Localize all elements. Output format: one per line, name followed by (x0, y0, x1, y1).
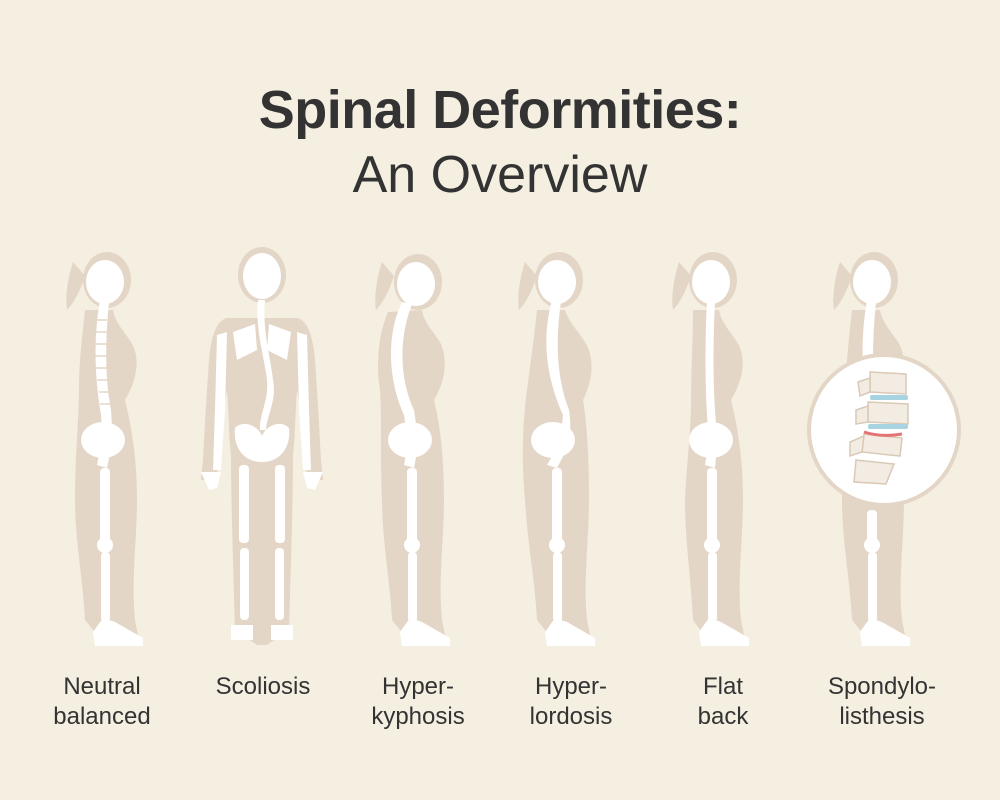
caption-neutral-balanced: Neutral balanced (53, 673, 151, 730)
page-subtitle: An Overview (352, 146, 648, 204)
figure-hyperkyphosis (352, 240, 502, 660)
figure-hyperlordosis (497, 240, 647, 660)
slip-highlight (863, 430, 903, 437)
figure-flat-back (651, 240, 801, 660)
figure-neutral-balanced (45, 240, 195, 660)
caption-flat-back: Flat back (697, 673, 749, 730)
caption-spondylolisthesis: Spondylo- listhesis (827, 673, 937, 730)
side-skeleton-flat-back-icon (672, 252, 749, 646)
side-skeleton-hyperlordosis-icon (518, 252, 595, 646)
figure-scoliosis (187, 240, 337, 660)
page-title: Spinal Deformities: (258, 80, 742, 140)
header: Spinal Deformities: An Overview (0, 78, 1000, 208)
slipped-vertebra-icon (807, 353, 961, 507)
side-skeleton-neutral-icon (66, 252, 143, 646)
back-skeleton-scoliosis-icon (201, 247, 323, 645)
vertebra-zoom-inset (806, 352, 962, 508)
figures-row (0, 240, 1000, 670)
caption-scoliosis: Scoliosis (215, 673, 311, 700)
healthy-disc-highlight (870, 395, 908, 400)
caption-hyperlordosis: Hyper- lordosis (529, 673, 613, 730)
caption-hyperkyphosis: Hyper- kyphosis (371, 673, 465, 730)
side-skeleton-hyperkyphosis-icon (375, 254, 450, 646)
